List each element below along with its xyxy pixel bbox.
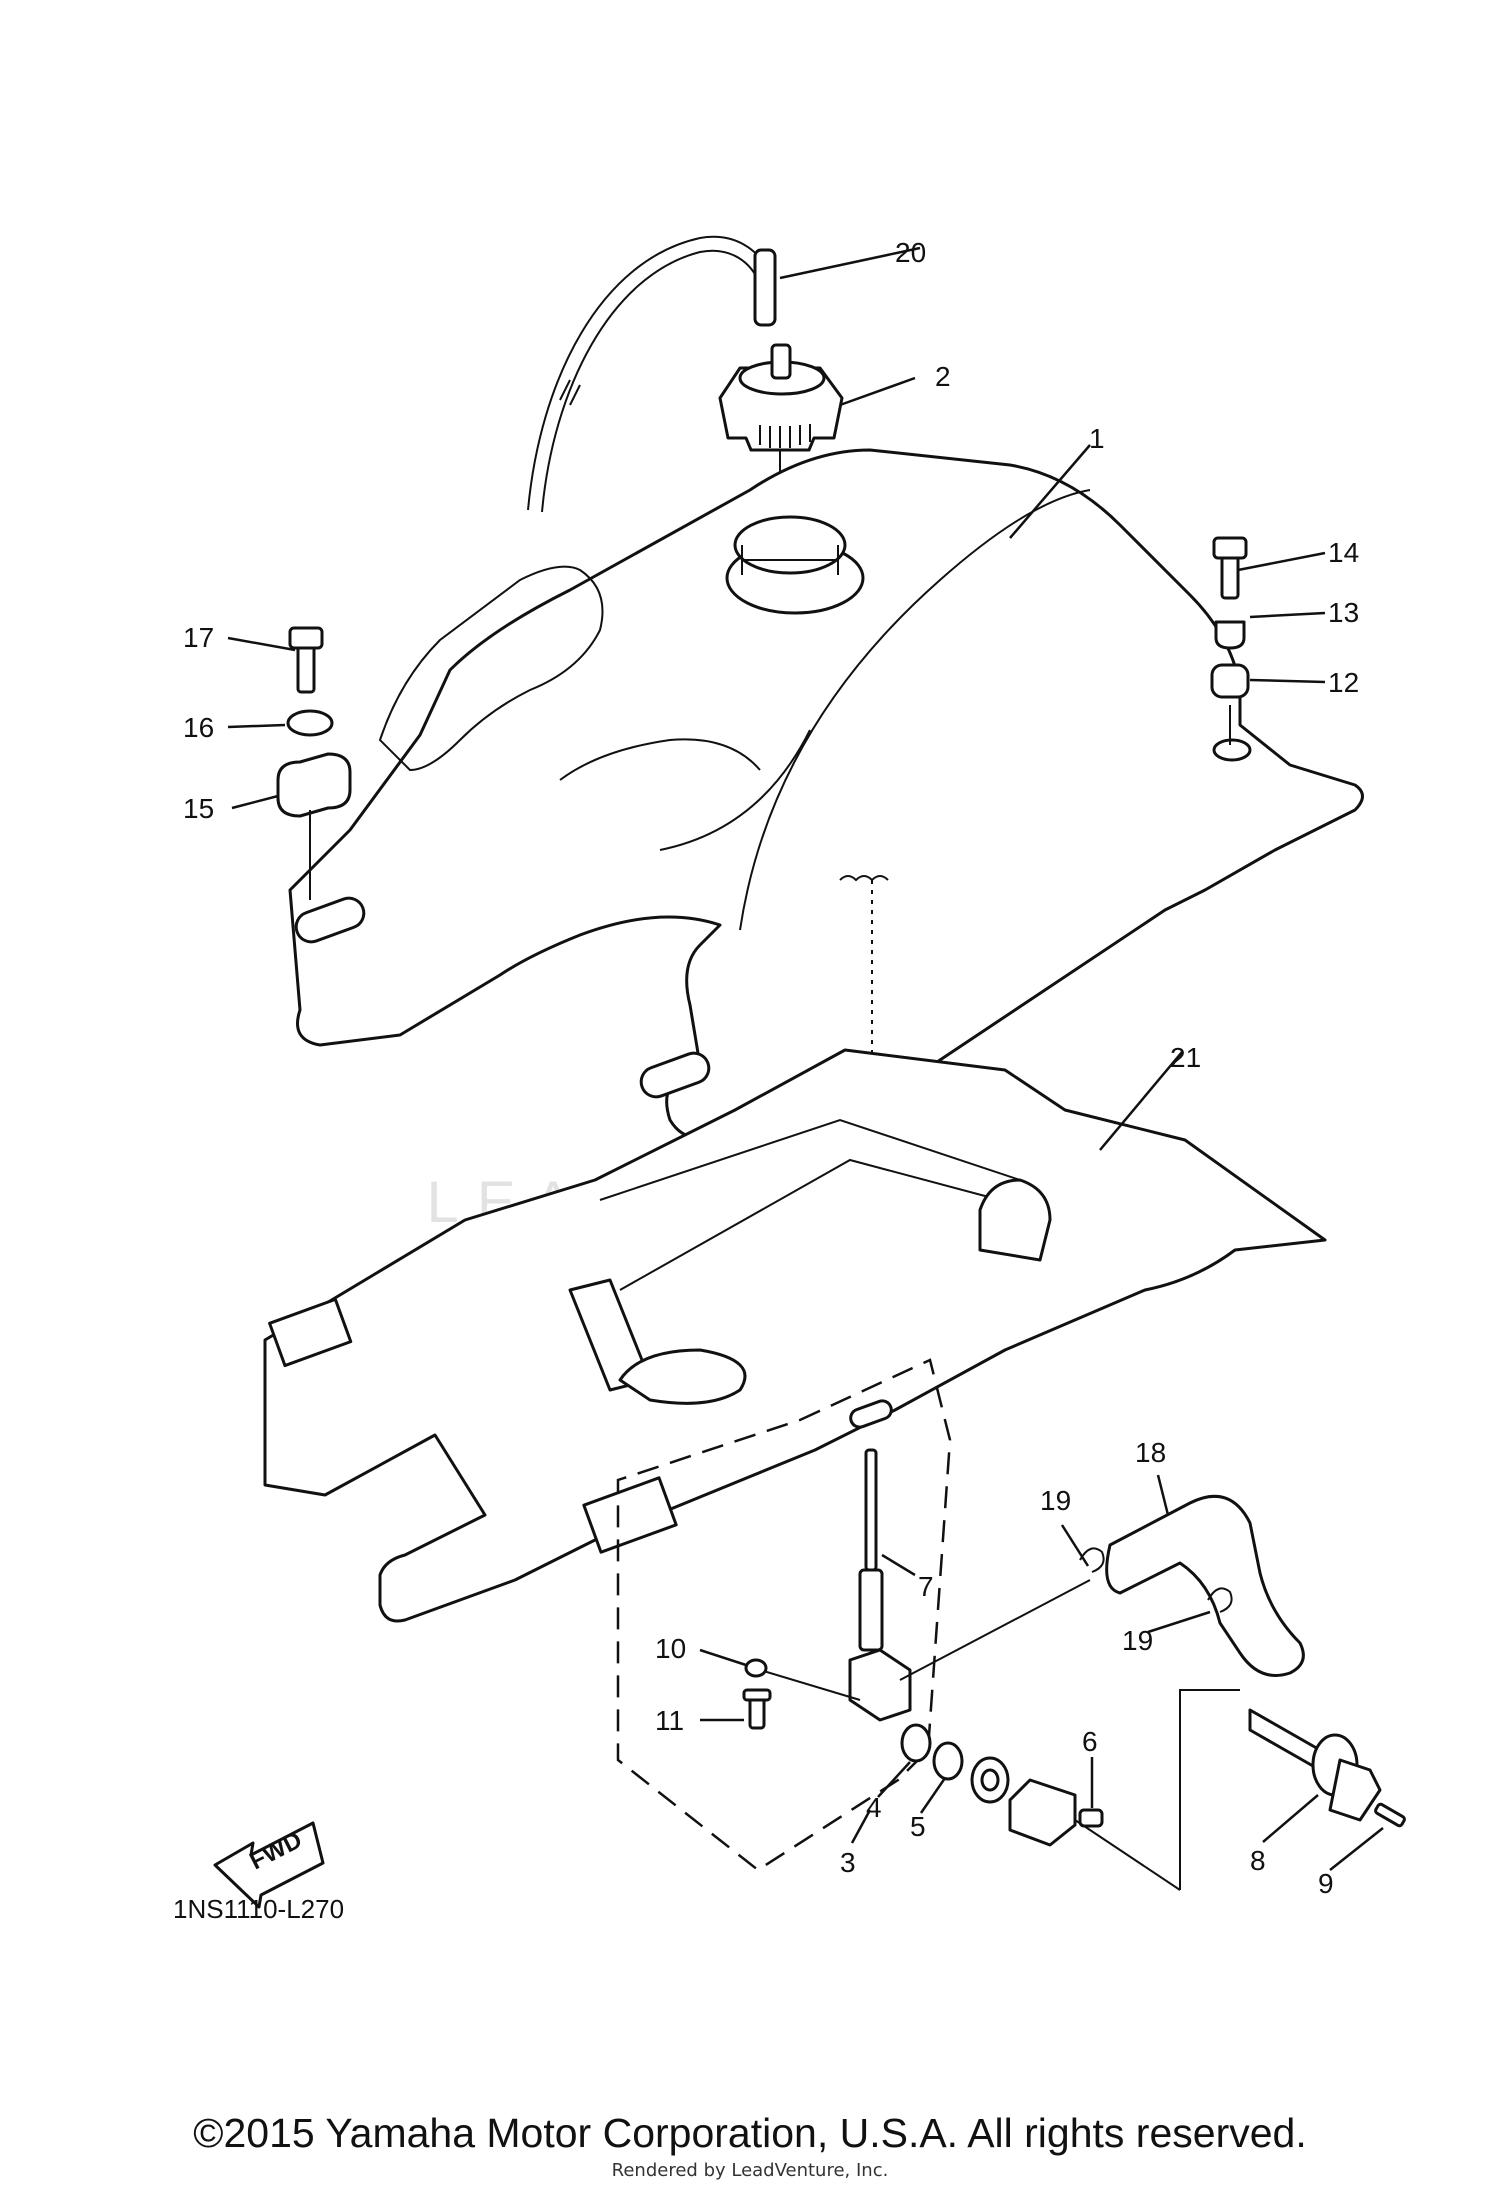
callout-14: 14 [1328, 537, 1359, 568]
mounting-hardware-right [1210, 536, 1250, 745]
leader-lines [227, 246, 1384, 1871]
fuel-cap-2 [718, 343, 844, 540]
tank-bracket-21 [263, 1048, 1327, 1623]
callout-numbers: 1 2 3 4 5 6 7 8 9 10 11 12 13 14 15 16 1… [183, 237, 1359, 1899]
copyright-notice: ©2015 Yamaha Motor Corporation, U.S.A. A… [193, 2110, 1307, 2156]
callout-12: 12 [1328, 667, 1359, 698]
drawing-code: 1NS1110-L270 [173, 1894, 344, 1924]
callout-9: 9 [1318, 1868, 1334, 1899]
callout-8: 8 [1250, 1845, 1266, 1876]
fuel-hose-18 [1079, 1494, 1305, 1677]
callout-1: 1 [1089, 423, 1105, 454]
vent-hose-20 [527, 235, 777, 513]
callout-17: 17 [183, 622, 214, 653]
callout-11: 11 [655, 1705, 684, 1736]
callout-13: 13 [1328, 597, 1359, 628]
callout-10: 10 [655, 1633, 686, 1664]
callout-20: 20 [895, 237, 926, 268]
callout-18: 18 [1135, 1437, 1166, 1468]
callout-6: 6 [1082, 1726, 1098, 1757]
washer-10-screw-11 [742, 1658, 772, 1730]
mounting-hardware-left [276, 626, 352, 900]
fuel-cock-lever-8 [1248, 1708, 1406, 1828]
callout-19-lower: 19 [1122, 1625, 1153, 1656]
fuel-cock-assembly-3 [616, 1358, 1240, 1891]
callout-4: 4 [866, 1792, 882, 1823]
callout-16: 16 [183, 712, 214, 743]
fuel-tank-1 [288, 448, 1364, 1360]
callout-3: 3 [840, 1847, 856, 1878]
rendered-by-notice: Rendered by LeadVenture, Inc. [611, 2160, 889, 2181]
callout-19-upper: 19 [1040, 1485, 1071, 1516]
callout-2: 2 [935, 361, 951, 392]
callout-5: 5 [910, 1811, 926, 1842]
callout-21: 21 [1170, 1042, 1201, 1073]
callout-7: 7 [918, 1571, 934, 1602]
callout-15: 15 [183, 793, 214, 824]
